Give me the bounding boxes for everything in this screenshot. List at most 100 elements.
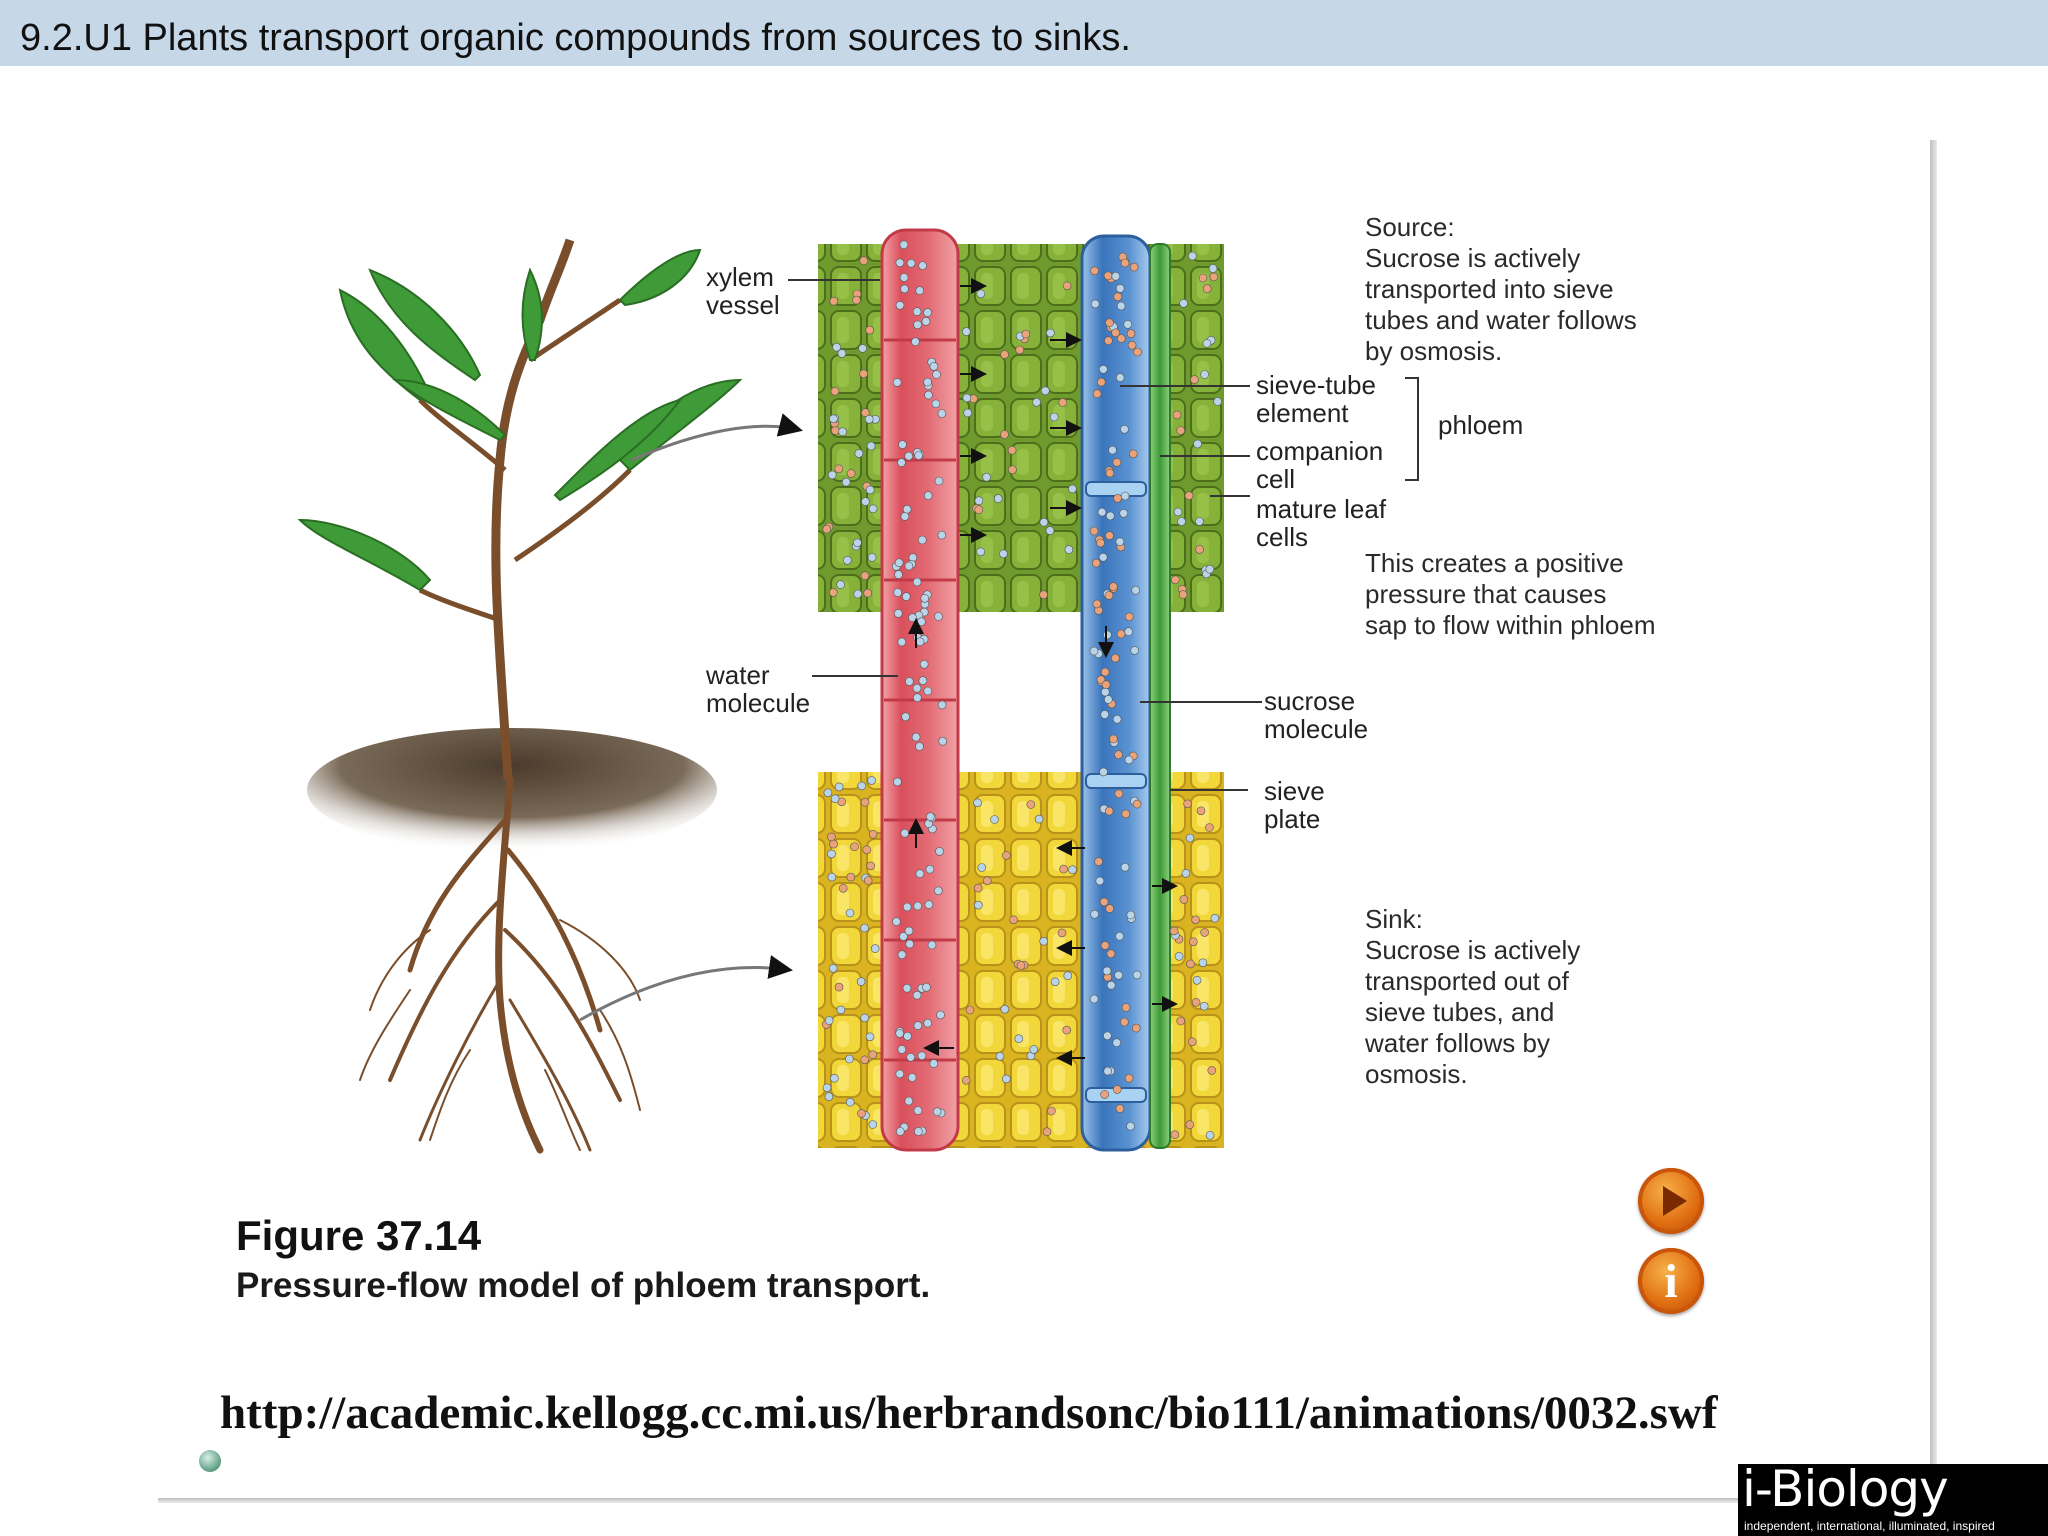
- water-molecule-dot: [918, 261, 927, 270]
- water-molecule-dot: [854, 449, 864, 458]
- water-molecule-dot: [1089, 994, 1099, 1004]
- water-molecule-dot: [1050, 977, 1060, 987]
- water-molecule-dot: [1131, 585, 1140, 595]
- water-molecule-dot: [1124, 755, 1134, 765]
- plant-leaves: [297, 248, 743, 592]
- sucrose-molecule-dot: [1126, 329, 1136, 338]
- sucrose-molecule-dot: [852, 295, 861, 305]
- water-molecule-dot: [977, 863, 987, 872]
- sucrose-molecule-dot: [1008, 465, 1017, 475]
- sucrose-molecule-dot: [1112, 458, 1122, 467]
- water-molecule-dot: [1120, 491, 1130, 501]
- sucrose-molecule-dot: [1100, 941, 1110, 950]
- water-molecule-dot: [904, 1096, 914, 1106]
- sucrose-molecule-dot: [1109, 734, 1118, 744]
- sucrose-molecule-dot: [1097, 377, 1106, 387]
- sucrose-molecule-dot: [1105, 468, 1115, 478]
- water-molecule-dot: [836, 1005, 846, 1015]
- water-molecule-dot: [845, 908, 855, 918]
- plant-stem: [491, 238, 575, 781]
- sucrose-molecule-dot: [1190, 375, 1199, 384]
- water-molecule-dot: [893, 609, 903, 618]
- water-molecule-dot: [1041, 386, 1050, 396]
- companion-cell: [1149, 243, 1171, 1149]
- water-molecule-dot: [1014, 1034, 1024, 1043]
- water-molecule-dot: [1045, 526, 1055, 535]
- sucrose-molecule-dot: [1106, 949, 1116, 959]
- water-molecule-dot: [1126, 1121, 1135, 1131]
- water-molecule-dot: [923, 491, 933, 500]
- water-molecule-dot: [1039, 936, 1048, 946]
- sucrose-molecule-dot: [1100, 1090, 1109, 1099]
- play-icon: [1663, 1186, 1687, 1216]
- sucrose-molecule-dot: [860, 1055, 870, 1065]
- water-molecule-dot: [1130, 646, 1139, 655]
- water-molecule-dot: [912, 577, 922, 587]
- water-molecule-dot: [917, 617, 926, 627]
- water-molecule-dot: [866, 441, 876, 451]
- sucrose-molecule-dot: [859, 256, 869, 266]
- sucrose-molecule-dot: [846, 469, 856, 478]
- water-molecule-dot: [892, 378, 902, 387]
- sucrose-molecule-dot: [827, 832, 836, 842]
- sucrose-molecule-dot: [961, 1076, 971, 1085]
- water-molecule-dot: [907, 1073, 917, 1082]
- water-molecule-dot: [913, 1106, 923, 1115]
- sucrose-molecule-dot: [868, 829, 878, 839]
- explanation-text: Source: Sucrose is actively transported …: [1364, 212, 1655, 1089]
- i-biology-logo: i-Biology independent, international, il…: [1738, 1460, 2048, 1536]
- water-molecule-dot: [995, 1052, 1005, 1061]
- sucrose-molecule-dot: [859, 369, 868, 379]
- phloem-sieve-tube: [1080, 234, 1171, 1152]
- sucrose-molecule-dot: [1124, 1073, 1134, 1083]
- sucrose-molecule-dot: [965, 1005, 975, 1015]
- sucrose-molecule-dot: [1129, 262, 1139, 272]
- water-molecule-dot: [919, 659, 929, 669]
- water-molecule-dot: [1116, 301, 1126, 311]
- frame-shadow-right: [1930, 140, 1937, 1500]
- sucrose-molecule-dot: [1113, 493, 1122, 503]
- water-molecule-dot: [976, 289, 986, 299]
- water-molecule-dot: [893, 588, 903, 597]
- water-molecule-dot: [903, 1031, 912, 1041]
- water-molecule-dot: [937, 530, 947, 540]
- water-molecule-dot: [838, 427, 847, 437]
- sucrose-molecule-dot: [857, 1109, 866, 1118]
- info-button[interactable]: i: [1638, 1248, 1704, 1314]
- water-molecule-dot: [905, 677, 914, 686]
- water-molecule-dot: [1049, 412, 1059, 422]
- water-molecule-dot: [861, 497, 870, 506]
- sucrose-molecule-dot: [1039, 590, 1048, 600]
- sucrose-molecule-dot: [1186, 959, 1195, 969]
- water-molecule-dot: [1208, 264, 1218, 273]
- water-molecule-dot: [918, 676, 928, 685]
- water-molecule-dot: [864, 414, 874, 424]
- water-molecule-dot: [932, 370, 941, 379]
- sucrose-molecule-dot: [1100, 667, 1110, 677]
- play-button[interactable]: [1638, 1168, 1704, 1234]
- water-molecule-dot: [924, 390, 933, 400]
- animation-link[interactable]: http://academic.kellogg.cc.mi.us/herbran…: [220, 1387, 1718, 1439]
- water-molecule-dot: [902, 983, 912, 993]
- water-molecule-dot: [892, 917, 901, 926]
- sucrose-molecule-dot: [1058, 398, 1067, 407]
- sucrose-molecule-dot: [1015, 345, 1025, 355]
- water-molecule-dot: [845, 1054, 854, 1064]
- water-molecule-dot: [1115, 284, 1125, 293]
- water-molecule-dot: [897, 458, 906, 467]
- water-molecule-dot: [915, 637, 925, 647]
- water-molecule-dot: [938, 736, 948, 746]
- sucrose-molecule-dot: [1179, 895, 1189, 904]
- sucrose-molecule-dot: [974, 505, 984, 515]
- water-molecule-dot: [1099, 364, 1108, 374]
- sucrose-molecule-dot: [865, 325, 875, 335]
- water-molecule-dot: [923, 1018, 933, 1028]
- water-molecule-dot: [911, 732, 921, 742]
- water-molecule-dot: [904, 451, 914, 461]
- sucrose-molecule-dot: [1026, 800, 1036, 809]
- water-molecule-dot: [934, 476, 944, 486]
- water-molecule-dot: [1039, 517, 1049, 527]
- sucrose-molecule-dot: [860, 797, 870, 807]
